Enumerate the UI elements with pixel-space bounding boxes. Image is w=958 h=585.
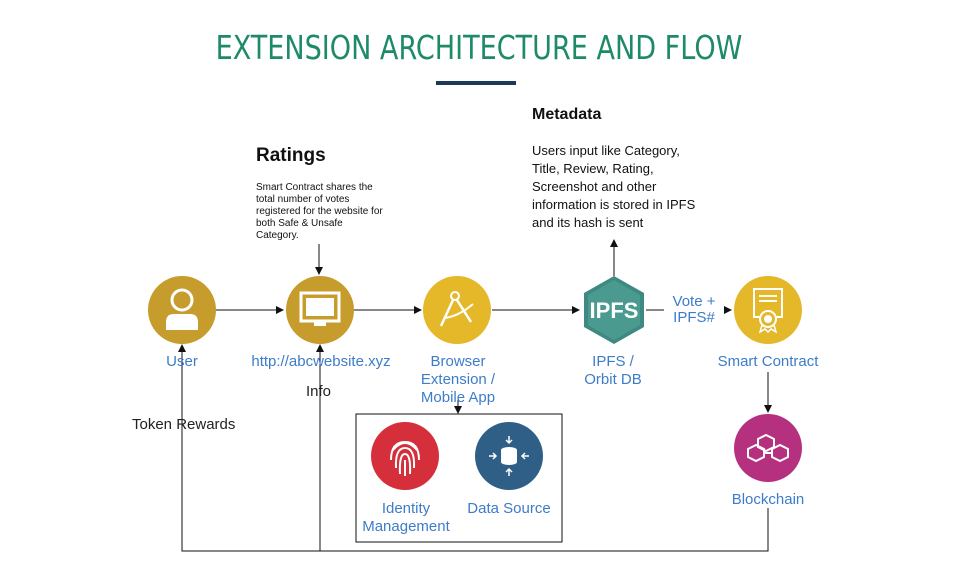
ratings-heading: Ratings xyxy=(256,145,326,166)
identity-label-line-1: Identity xyxy=(381,500,431,517)
ipfs-label-line-2: Orbit DB xyxy=(584,371,642,388)
user-node xyxy=(148,276,216,344)
cubes-icon xyxy=(747,433,789,463)
monitor-icon xyxy=(299,291,341,326)
ipfs-label: IPFS / Orbit DB xyxy=(568,353,658,389)
vote-label: Vote + IPFS# xyxy=(664,294,724,326)
extension-label-line-3: Mobile App xyxy=(420,389,496,406)
vote-label-line-1: Vote + xyxy=(672,293,716,310)
certificate-icon xyxy=(753,288,783,333)
vote-label-line-2: IPFS# xyxy=(673,309,715,326)
datasource-label: Data Source xyxy=(467,500,551,517)
blockchain-node xyxy=(734,414,802,482)
website-label: http://abcwebsite.xyz xyxy=(251,353,391,370)
ratings-text: Smart Contract shares the total number o… xyxy=(256,182,383,241)
user-label: User xyxy=(166,353,198,370)
extension-label-line-1: Browser xyxy=(430,353,486,370)
smart-contract-label: Smart Contract xyxy=(717,353,819,370)
metadata-text: Users input like Category, Title, Review… xyxy=(532,143,696,230)
identity-label: Identity Management xyxy=(356,500,456,536)
identity-node xyxy=(371,422,439,490)
title-underline xyxy=(436,81,516,85)
edge-blockchain-return xyxy=(178,344,769,552)
ipfs-label-line-1: IPFS / xyxy=(592,353,634,370)
page-title: EXTENSION ARCHITECTURE AND FLOW xyxy=(215,28,743,67)
user-icon xyxy=(166,288,198,330)
compass-icon xyxy=(439,291,474,327)
metadata-heading: Metadata xyxy=(532,106,602,123)
blockchain-label: Blockchain xyxy=(731,491,805,508)
datasource-node xyxy=(475,422,543,490)
ipfs-node: IPFS xyxy=(584,276,644,344)
token-rewards-label: Token Rewards xyxy=(132,416,236,433)
database-icon xyxy=(489,436,529,476)
extension-label-line-2: Extension / xyxy=(420,371,496,388)
smart-contract-node xyxy=(734,276,802,344)
ipfs-icon-text: IPFS xyxy=(590,298,639,323)
info-label: Info xyxy=(306,383,332,400)
fingerprint-icon xyxy=(390,440,420,476)
identity-label-line-2: Management xyxy=(362,518,450,535)
extension-label: Browser Extension / Mobile App xyxy=(408,353,508,407)
services-box xyxy=(355,413,563,543)
extension-node xyxy=(423,276,491,344)
website-node xyxy=(286,276,354,344)
